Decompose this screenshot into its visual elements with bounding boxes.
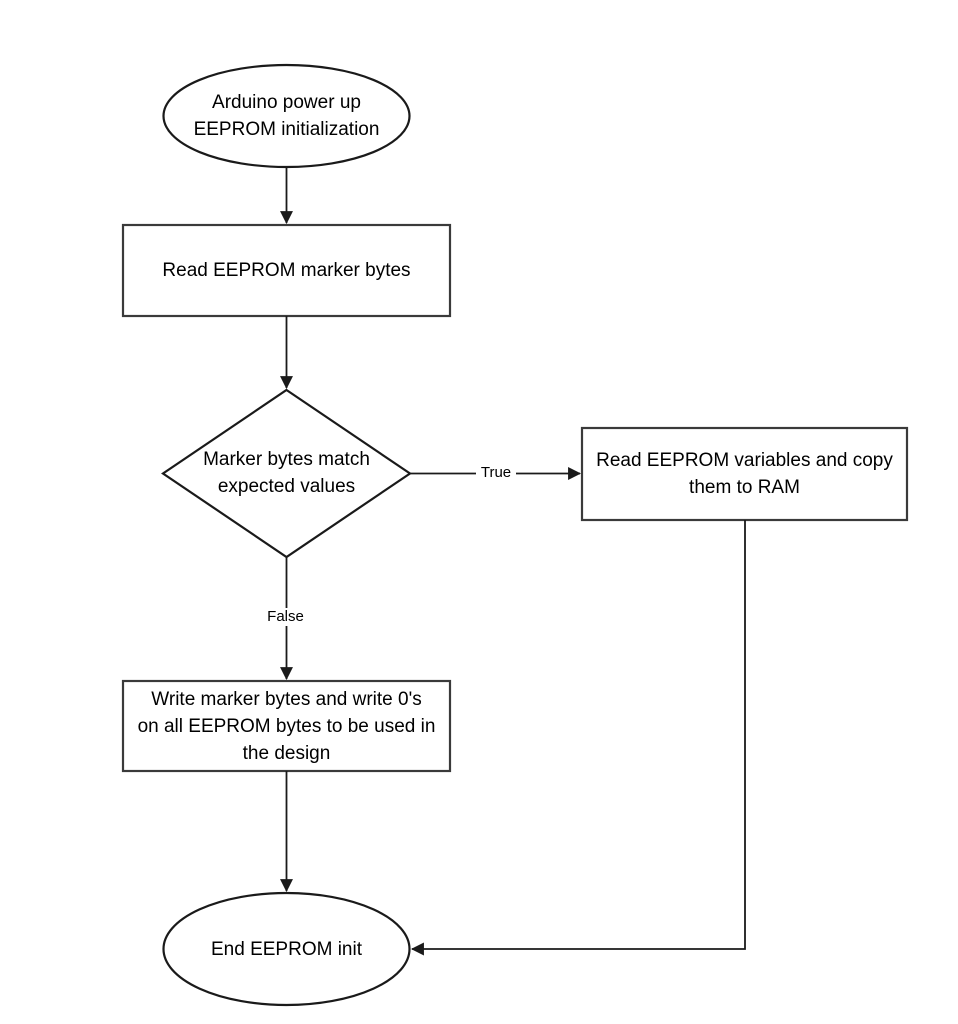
node-read-marker-shape [121,223,452,318]
node-write-marker-shape [121,679,452,773]
edge-label-true: True [476,464,516,482]
node-end-shape [162,891,411,1007]
node-read-variables-shape [580,426,909,522]
edge-label-false: False [261,608,310,626]
edge-variables-to-end [410,520,746,956]
node-start-shape [162,63,411,169]
node-decision-marker-shape [161,388,412,559]
